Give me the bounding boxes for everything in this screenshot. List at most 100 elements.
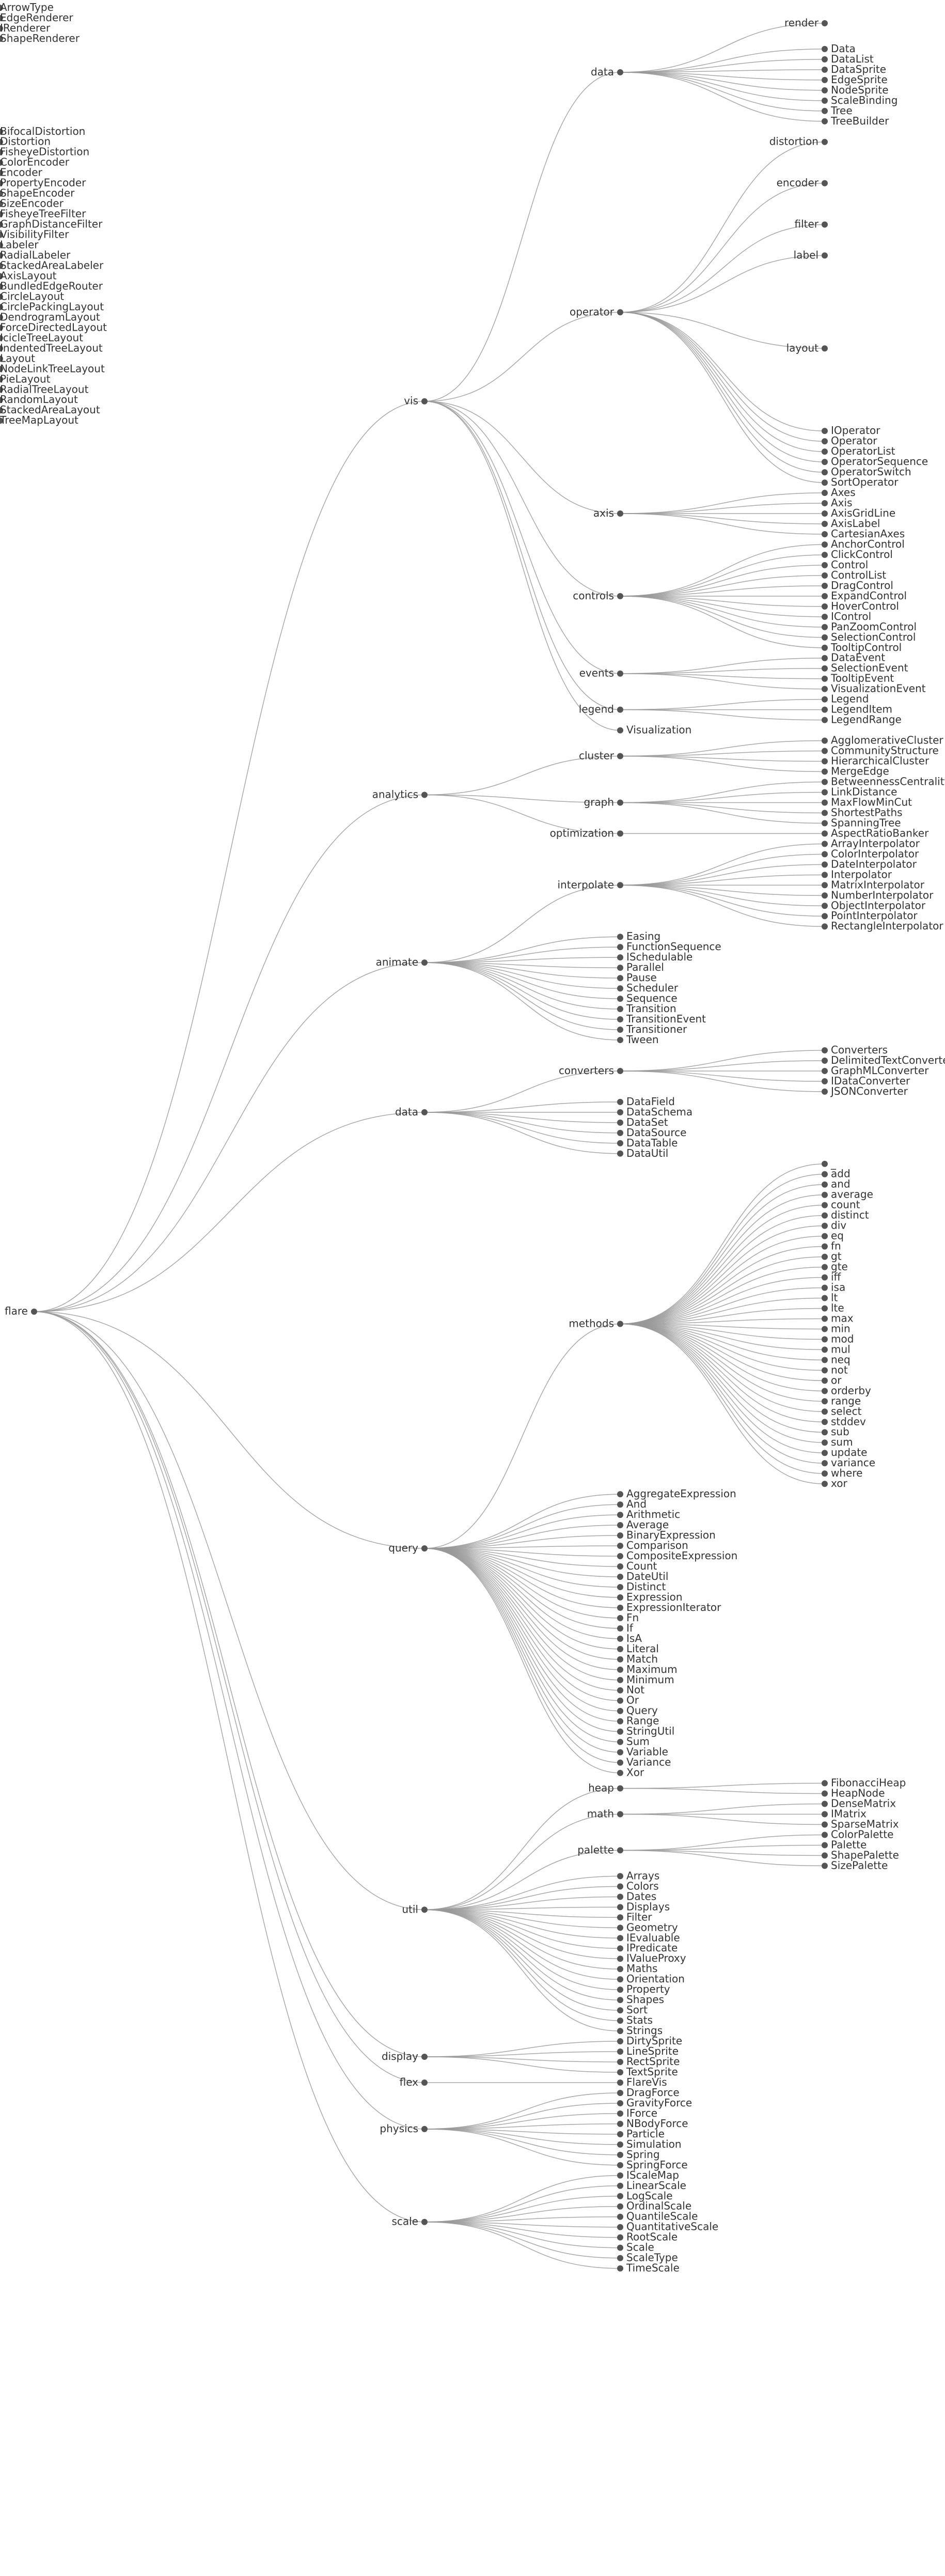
node-dot bbox=[822, 500, 828, 507]
node-encoder: encoder bbox=[777, 177, 828, 189]
node-label: Transitioner bbox=[626, 1023, 687, 1035]
node-variable: Variable bbox=[617, 1746, 668, 1758]
node-dot bbox=[617, 1739, 623, 1745]
node-label: Converters bbox=[831, 1044, 888, 1056]
node-transitioner: Transitioner bbox=[617, 1023, 687, 1035]
node-hovercontrol: HoverControl bbox=[822, 600, 899, 612]
node-label: Xor bbox=[626, 1766, 644, 1779]
node-springforce: SpringForce bbox=[617, 2159, 688, 2171]
link-query-or bbox=[424, 1548, 621, 1701]
node-dot bbox=[421, 1906, 428, 1913]
node-icicletreelayout: IcicleTreeLayout bbox=[0, 331, 83, 344]
node-dot bbox=[822, 345, 828, 352]
node-dot bbox=[617, 882, 623, 889]
link-methods-mod bbox=[620, 1323, 825, 1340]
node-label: IScaleMap bbox=[626, 2169, 679, 2181]
node-label: and bbox=[831, 1178, 850, 1190]
node-label: PanZoomControl bbox=[831, 620, 917, 633]
node-dot bbox=[617, 1666, 623, 1673]
node-dot bbox=[822, 655, 828, 661]
node-neq: neq bbox=[822, 1353, 850, 1365]
node-label: Literal bbox=[626, 1642, 659, 1655]
node-scheduler: Scheduler bbox=[617, 982, 679, 994]
node-variance: Variance bbox=[617, 1756, 671, 1768]
node-datatable: DataTable bbox=[617, 1137, 678, 1149]
node-dot bbox=[421, 792, 428, 798]
node-dot bbox=[822, 252, 828, 259]
node-label: ColorPalette bbox=[831, 1828, 893, 1840]
node-isa: isa bbox=[822, 1281, 845, 1294]
link-util-ipredicate bbox=[424, 1909, 621, 1949]
link-converters-jsonconverter bbox=[620, 1070, 825, 1092]
node-dot bbox=[822, 675, 828, 682]
node-strings: Strings bbox=[617, 2024, 663, 2037]
node-label: range bbox=[831, 1394, 861, 1407]
link-query-stringutil bbox=[424, 1548, 621, 1732]
node-dataset: DataSet bbox=[617, 1116, 668, 1128]
node-label: LogScale bbox=[626, 2190, 673, 2202]
node-dot bbox=[617, 2182, 623, 2189]
node-dot bbox=[822, 1222, 828, 1229]
node-dot bbox=[0, 180, 3, 187]
link-data-datautil bbox=[424, 1112, 621, 1154]
node-labeler: Labeler bbox=[0, 239, 39, 251]
node-dot bbox=[0, 417, 3, 424]
node-dot bbox=[822, 665, 828, 672]
node-dot bbox=[822, 1212, 828, 1219]
node-dot bbox=[822, 644, 828, 651]
node-expandcontrol: ExpandControl bbox=[822, 589, 907, 602]
link-converters-idataconverter bbox=[620, 1070, 825, 1082]
node-rectsprite: RectSprite bbox=[617, 2055, 680, 2068]
node-tooltipcontrol: TooltipControl bbox=[822, 641, 902, 654]
link-physics-gravityforce bbox=[424, 2103, 621, 2130]
link-flare-query bbox=[34, 1311, 425, 1549]
node-dot bbox=[822, 1367, 828, 1374]
node-dot bbox=[0, 262, 3, 269]
node-label: Geometry bbox=[626, 1921, 678, 1933]
link-display-linesprite bbox=[424, 2051, 621, 2057]
node-dateutil: DateUtil bbox=[617, 1570, 668, 1582]
node-dot bbox=[617, 1625, 623, 1632]
node-pielayout: PieLayout bbox=[0, 373, 51, 385]
node-dot bbox=[0, 335, 3, 342]
node-dot bbox=[617, 510, 623, 517]
node-dot bbox=[617, 1512, 623, 1518]
node-label: NumberInterpolator bbox=[831, 889, 934, 901]
link-methods-range bbox=[620, 1323, 825, 1402]
link-methods-iff bbox=[620, 1277, 825, 1325]
link-interpolate-objectinterpolator bbox=[620, 884, 825, 907]
node-dot bbox=[822, 1398, 828, 1405]
node-label: interpolate bbox=[558, 878, 615, 891]
node-palette: Palette bbox=[822, 1838, 867, 1851]
node-label: GraphDistanceFilter bbox=[0, 218, 103, 230]
node-dot bbox=[617, 2141, 623, 2148]
link-interpolate-dateinterpolator bbox=[620, 864, 825, 886]
node-count: count bbox=[822, 1199, 860, 1211]
node-dot bbox=[617, 1594, 623, 1601]
link-interpolate-numberinterpolator bbox=[620, 884, 825, 896]
link-util-strings bbox=[424, 1909, 621, 2031]
node-dot bbox=[617, 2007, 623, 2014]
node-dot bbox=[822, 624, 828, 630]
node-label: Query bbox=[626, 1704, 658, 1717]
link-animate-easing bbox=[424, 936, 621, 963]
link-controls-selectioncontrol bbox=[620, 596, 825, 638]
node-visualization: Visualization bbox=[617, 724, 691, 736]
node-dot bbox=[617, 1904, 623, 1911]
link-methods-max bbox=[620, 1318, 825, 1325]
link-query-maximum bbox=[424, 1548, 621, 1670]
node-label: Labeler bbox=[0, 239, 39, 251]
node-label: label bbox=[794, 249, 828, 261]
node-label: Scheduler bbox=[626, 982, 679, 994]
node-dot bbox=[0, 407, 3, 414]
node-expressioniterator: ExpressionIterator bbox=[617, 1601, 721, 1613]
link-operator-sortoperator bbox=[620, 312, 825, 483]
node-interpolator: Interpolator bbox=[822, 868, 892, 880]
link-scale-quantitativescale bbox=[424, 2221, 621, 2228]
node-mul: mul bbox=[822, 1343, 850, 1355]
node-dot bbox=[617, 1027, 623, 1033]
node-label: SortOperator bbox=[831, 476, 899, 488]
link-query-aggregateexpression bbox=[424, 1494, 621, 1549]
node-dot bbox=[617, 2110, 623, 2117]
node-dot bbox=[617, 1945, 623, 1952]
